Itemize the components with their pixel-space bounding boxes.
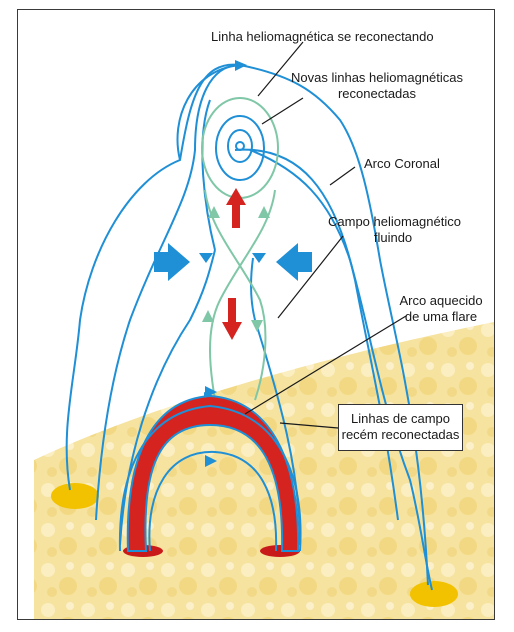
label-recent-lines-1: Linhas de campo [338, 411, 463, 427]
label-new-lines-2: reconectadas [287, 86, 467, 102]
label-recent-lines-2: recém reconectadas [338, 427, 463, 443]
label-flowing-field-2: fluindo [328, 230, 458, 246]
outflow-arrows [222, 188, 246, 340]
footpoint-right-outer [410, 581, 458, 607]
label-reconnecting-line: Linha heliomagnética se reconectando [211, 29, 434, 45]
label-flowing-field-1: Campo heliomagnético [328, 214, 458, 230]
footpoint-left-outer [51, 483, 99, 509]
label-new-lines-1: Novas linhas heliomagnéticas [287, 70, 467, 86]
plasmoid-loops [202, 98, 278, 198]
label-coronal-arc: Arco Coronal [364, 156, 440, 172]
label-heated-arc-2: de uma flare [396, 309, 486, 325]
label-heated-arc-1: Arco aquecido [396, 293, 486, 309]
